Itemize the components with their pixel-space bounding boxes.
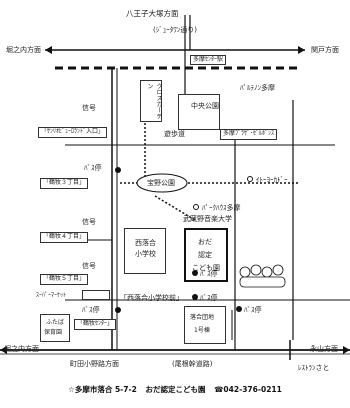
tama-center-station: 多摩ｾﾝﾀｰ駅 [190, 55, 227, 65]
hoikuen-line1: ふたば [46, 319, 65, 326]
monorail-label: (ｼﾞｭｰﾀﾜﾝ通り) [153, 26, 197, 34]
chuo-koen-label: 中央公園 [191, 102, 219, 110]
odai-kodomoen-box: おだ 認定 こども園 [184, 228, 228, 282]
signal-3-label: 信号 [82, 262, 96, 270]
tsurumaki-4-sign: 「鶴牧４丁目」 [40, 232, 89, 243]
nishi-ochiai-school-line2: 小学校 [135, 250, 156, 258]
tsurumaki-5-sign: 「鶴牧５丁目」 [40, 274, 89, 285]
sanrio-entrance-sign: 「ｻﾝﾘｵﾋﾟｭｰﾛﾗﾝﾄﾞ入口」 [38, 127, 108, 138]
bus-stop-2-marker-icon [192, 294, 198, 300]
footer-address: ☆多摩市落合 5-7-2 [68, 385, 137, 394]
supermarket-label: ｽｰﾊﾟｰﾏｰｹｯﾄ [36, 292, 67, 299]
yuhodo-label: 遊歩道 [164, 130, 185, 138]
one-road-label: (尾根幹道路) [172, 360, 213, 368]
bus-stop-3-marker-icon [192, 270, 198, 276]
apartment-line2: 1号棟 [194, 327, 210, 334]
footer-name: おだ認定こども園 [145, 385, 206, 394]
horinouchi-direction-top: 堀之内方面 [6, 46, 41, 54]
nishi-ochiai-school-box: 西落合 小学校 [124, 228, 166, 274]
musashino-univ-label: 武蔵野音楽大学 [183, 215, 232, 223]
cross-garden-label: クロスガーデン [146, 83, 162, 119]
horinouchi-direction-bottom: 堀之内方面 [4, 345, 39, 353]
bus-stop-5-label: ﾊﾞｽ停 [244, 306, 262, 314]
odai-line1: おだ [198, 238, 212, 246]
nagayama-direction-label: 永山方面 [310, 345, 338, 353]
odai-line2: 認定 [198, 251, 212, 259]
signal-2-label: 信号 [82, 218, 96, 226]
bus-stop-2-label: ﾊﾞｽ停 [200, 294, 218, 302]
parkhouse-marker-icon [193, 204, 199, 210]
signal-1-label: 信号 [82, 104, 96, 112]
parkhouse-label: ﾊﾟｰｸﾊｳｽ多摩 [202, 204, 241, 212]
footer-contact: ☆多摩市落合 5-7-2 おだ認定こども園 ☎042-376-0211 [0, 384, 350, 395]
apartment-line1: 落合団地 [190, 314, 215, 321]
tama-plaza-sign: 多摩ﾌﾟﾗｻﾞ･ｾﾞﾙﾎﾞﾝｽ [220, 129, 278, 140]
hoikuen-line2: 保育園 [44, 329, 63, 336]
footer-phone: ☎042-376-0211 [214, 385, 282, 394]
sekido-direction-label: 関戸方面 [311, 46, 339, 54]
odai-line3: こども園 [192, 264, 220, 272]
apartment-box: 落合団地 1号棟 [184, 306, 226, 344]
children-illustration-icon [239, 264, 286, 288]
ito-yokado-label: ｲﾄｰﾖｰｶﾄﾞｰ [256, 176, 288, 184]
machida-direction-label: 町田小野路方面 [70, 360, 119, 368]
bus-stop-4-label: ﾊﾞｽ停 [82, 306, 100, 314]
bus-stop-1-label: ﾊﾞｽ停 [84, 164, 102, 172]
chuo-koen-box: 中央公園 [178, 94, 220, 130]
cross-garden-box: クロスガーデン [140, 80, 162, 122]
nishi-ochiai-sho-bus-label: 「西落合小学校前」 [120, 294, 183, 302]
bus-stop-1-marker-icon [115, 167, 121, 173]
hachioji-direction-label: 八王子大塚方面 [126, 9, 179, 18]
supermarket-box [82, 290, 110, 300]
tsurumaki-3-sign: 「鶴牧３丁目」 [40, 178, 89, 189]
parthenon-tama-label: ﾊﾟﾙﾃﾉﾝ多摩 [240, 84, 275, 92]
hoikuen-box: ふたば 保育園 [40, 314, 70, 342]
restaurant-label: ﾚｽﾄﾗﾝさと [298, 364, 330, 372]
bus-stop-3-label: ﾊﾞｽ停 [200, 270, 218, 278]
houno-koen-label: 宝野公園 [147, 179, 175, 187]
nishi-ochiai-school-line1: 西落合 [135, 239, 156, 247]
bus-stop-5-marker-icon [236, 306, 242, 312]
bus-stop-4-marker-icon [115, 307, 121, 313]
tsurumaki-center-sign: 「鶴牧ｾﾝﾀｰ」 [74, 319, 117, 330]
ito-yokado-marker-icon [247, 176, 253, 182]
